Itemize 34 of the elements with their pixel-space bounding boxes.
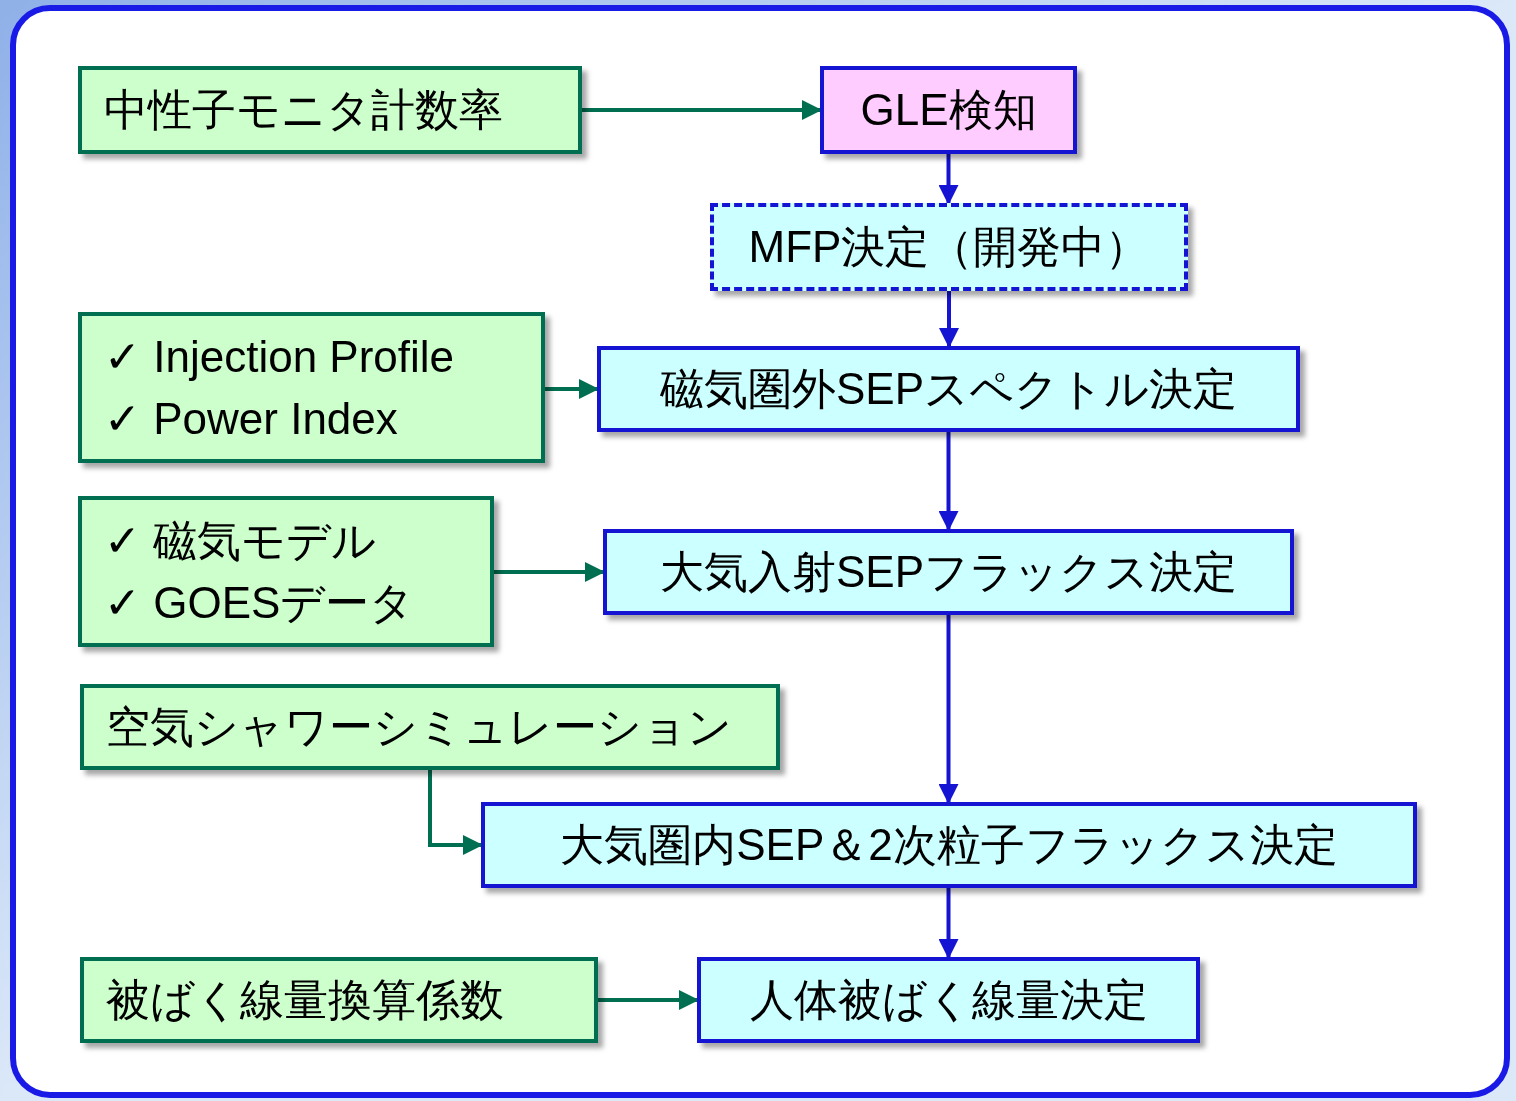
arrow — [938, 154, 959, 205]
arrow — [938, 432, 959, 531]
box-label: MFP決定（開発中） — [748, 221, 1150, 273]
arrow — [494, 562, 605, 582]
box-label: 空気シャワーシミュレーション — [106, 701, 732, 753]
process-box — [481, 802, 1417, 888]
arrow — [938, 615, 959, 804]
box-label: ✓ Injection Profile — [104, 330, 455, 383]
process-box — [820, 66, 1077, 154]
box-label: GLE検知 — [860, 84, 1037, 136]
box-label: 中性子モニタ計数率 — [104, 84, 503, 136]
input-box — [78, 312, 545, 463]
box-label: 大気圏内SEP＆2次粒子フラックス決定 — [560, 819, 1338, 871]
box-label: 大気入射SEPフラックス決定 — [659, 546, 1237, 598]
arrow — [545, 379, 599, 399]
box-label: 磁気圏外SEPスペクトル決定 — [659, 363, 1237, 415]
process-box — [710, 203, 1188, 291]
process-box — [603, 529, 1294, 615]
arrow — [598, 990, 699, 1010]
process-box — [597, 346, 1300, 432]
arrow — [582, 100, 822, 120]
input-box — [80, 957, 598, 1043]
arrow — [939, 291, 959, 348]
box-label: ✓ Power Index — [104, 392, 398, 445]
input-box — [78, 66, 582, 154]
box-label: ✓ GOESデータ — [104, 576, 415, 629]
process-box — [697, 957, 1200, 1043]
box-label: 人体被ばく線量決定 — [749, 974, 1148, 1026]
input-box — [80, 684, 780, 770]
input-box — [78, 496, 494, 647]
arrow — [938, 888, 959, 959]
box-label: 被ばく線量換算係数 — [106, 974, 504, 1026]
box-label: ✓ 磁気モデル — [104, 514, 377, 567]
arrow — [428, 770, 483, 855]
